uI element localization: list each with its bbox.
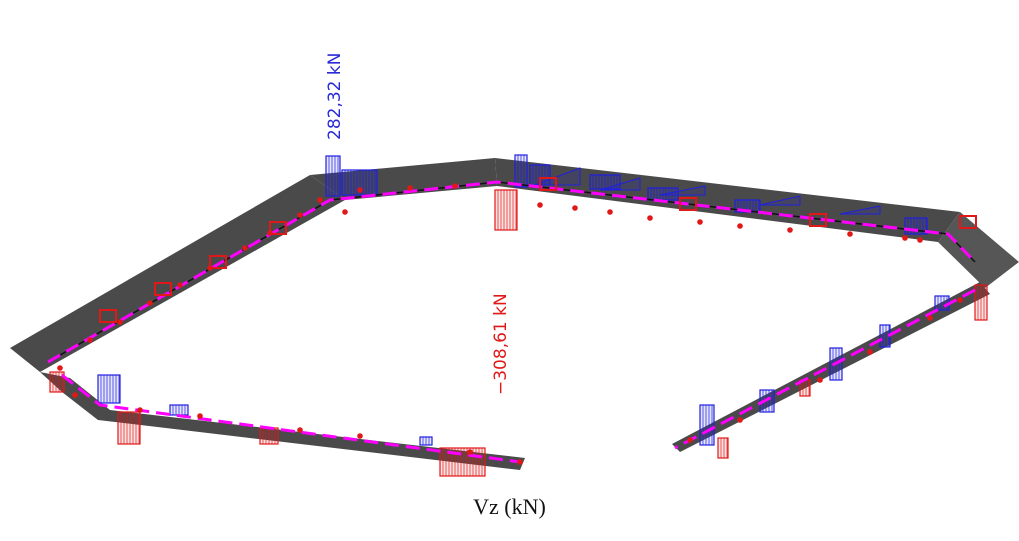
- column-support-3: [269, 221, 287, 235]
- support-point-23: [117, 319, 123, 325]
- support-point-4: [452, 183, 458, 189]
- column-support-4: [539, 177, 557, 191]
- positive-shear-triangle-1: [599, 177, 641, 191]
- negative-shear-block-0: [494, 189, 518, 231]
- support-point-28: [357, 433, 363, 439]
- positive-shear-triangle-4: [839, 205, 881, 215]
- column-support-5: [679, 197, 697, 211]
- support-point-0: [317, 197, 323, 203]
- support-point-3: [407, 185, 413, 191]
- support-point-32: [737, 417, 743, 423]
- beam-axis-dashed-bottom-right: [674, 288, 976, 450]
- support-point-25: [137, 407, 143, 413]
- support-point-26: [197, 413, 203, 419]
- support-point-30: [517, 459, 523, 465]
- positive-shear-block-8: [97, 374, 121, 404]
- slab-band-bottom-left: [40, 372, 525, 470]
- negative-shear-diagrams: [49, 189, 988, 477]
- support-point-33: [817, 377, 823, 383]
- negative-shear-block-4: [439, 447, 486, 477]
- support-point-27: [297, 427, 303, 433]
- support-point-14: [917, 237, 923, 243]
- negative-shear-block-1: [49, 371, 65, 393]
- column-support-6: [809, 213, 827, 227]
- support-point-12: [847, 231, 853, 237]
- support-point-11: [787, 227, 793, 233]
- beam-axis: [47, 180, 977, 464]
- support-markers: [57, 177, 977, 465]
- support-point-18: [242, 245, 248, 251]
- slab-band-left-diagonal: [10, 175, 345, 372]
- support-point-24: [72, 392, 78, 398]
- support-point-34: [867, 349, 873, 355]
- positive-shear-block-11: [699, 404, 715, 446]
- negative-shear-block-5: [717, 437, 729, 459]
- support-point-7: [607, 209, 613, 215]
- positive-shear-block-0: [325, 155, 341, 197]
- support-point-10: [737, 223, 743, 229]
- max-shear-label: 282,32 kN: [325, 53, 345, 140]
- support-point-1: [342, 209, 348, 215]
- positive-shear-triangle-2: [659, 185, 706, 196]
- support-point-13: [902, 235, 908, 241]
- min-shear-label: −308,61 kN: [491, 293, 511, 395]
- support-point-9: [697, 219, 703, 225]
- positive-shear-triangle-3: [759, 195, 801, 206]
- column-support-0: [99, 309, 117, 323]
- negative-shear-block-2: [117, 411, 141, 445]
- support-point-2: [357, 187, 363, 193]
- support-point-8: [647, 215, 653, 221]
- support-point-35: [927, 315, 933, 321]
- support-point-29: [467, 449, 473, 455]
- slab-band-right-corner: [938, 212, 1019, 288]
- support-point-5: [537, 202, 543, 208]
- beam-axis-dashed: [47, 180, 977, 364]
- support-point-31: [687, 437, 693, 443]
- support-point-20: [297, 212, 303, 218]
- support-point-36: [957, 297, 963, 303]
- beam-axis-dashed-bottom-left: [61, 373, 521, 464]
- support-point-21: [57, 365, 63, 371]
- column-support-7: [959, 215, 977, 229]
- slab-band-top-right: [495, 158, 960, 242]
- diagram-caption: Vz (kN): [473, 494, 546, 519]
- support-point-16: [177, 282, 183, 288]
- support-point-22: [87, 337, 93, 343]
- column-support-2: [209, 255, 227, 269]
- column-support-1: [154, 282, 172, 296]
- support-point-6: [572, 205, 578, 211]
- positive-shear-triangle-0: [534, 167, 581, 186]
- support-point-15: [147, 300, 153, 306]
